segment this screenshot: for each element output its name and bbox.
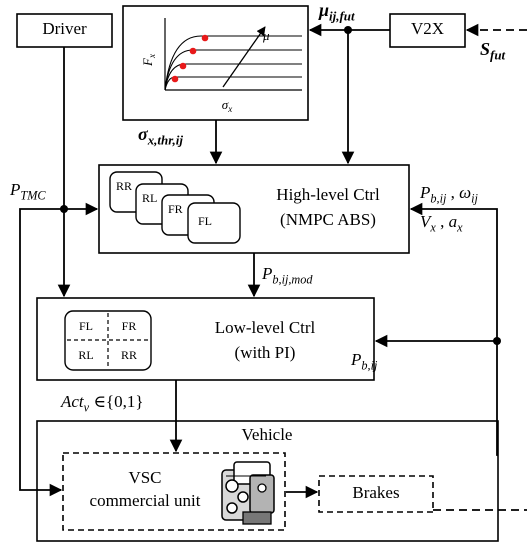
plot-x-label-sub: x	[227, 104, 232, 114]
peak-marker-3	[189, 47, 197, 55]
tire-curve-plot	[122, 5, 309, 121]
wheel-label-fl: FL	[198, 214, 212, 228]
low-level-title: Low-level Ctrl	[214, 318, 316, 337]
grid-label-fl: FL	[79, 319, 93, 333]
tire-curve-4	[164, 35, 302, 91]
wheel-label-rl: RL	[142, 191, 157, 205]
ax-base: a	[448, 212, 458, 231]
ptmc-to-vsc	[19, 208, 64, 497]
mu-fut-sub: ij,fut	[329, 8, 355, 24]
p-bij-base: P	[420, 183, 431, 202]
peak-marker-1	[171, 75, 179, 83]
wheel-label-rr: RR	[116, 179, 132, 193]
p-bij-low-label: Pb,ij	[351, 350, 378, 373]
vsc-unit-block	[62, 452, 286, 531]
high-level-subtitle: (NMPC ABS)	[280, 210, 376, 229]
vsc-label-line2: commercial unit	[89, 491, 201, 510]
wheel-card-fl	[187, 202, 241, 244]
connections	[19, 23, 527, 511]
p-mod-base: P	[262, 264, 273, 283]
tire-curves: μ Fx σx	[140, 18, 302, 114]
act-set: ∈{0,1}	[89, 392, 144, 411]
wheel-label-fr: FR	[168, 202, 183, 216]
act-label: Actv ∈{0,1}	[61, 392, 144, 415]
vsc-label-line1: VSC	[128, 468, 162, 487]
p-tmc-label: PTMC	[10, 180, 46, 203]
vx-sub: x	[430, 220, 436, 235]
grid-label-rl: RL	[78, 348, 93, 362]
driver-block	[16, 13, 113, 48]
wheel-controller-stack: RR RL FR FL	[109, 171, 241, 244]
junction-ptmc	[60, 205, 68, 213]
brakes-label: Brakes	[352, 483, 400, 502]
mu-arrow	[222, 26, 266, 88]
vehicle-label: Vehicle	[241, 425, 293, 444]
mu-arrow-label: μ	[262, 28, 270, 43]
v2x-label: V2X	[410, 19, 445, 38]
p-tmc-sub: TMC	[20, 188, 46, 203]
vsc-hardware-image	[221, 461, 275, 525]
plot-x-label-base: σ	[222, 97, 229, 112]
p-bij2-base: P	[351, 350, 362, 369]
driver-label: Driver	[42, 19, 87, 38]
ax-sub: x	[457, 220, 463, 235]
mu-fut-base: μ	[319, 0, 330, 20]
act-sub: v	[83, 400, 90, 415]
p-mod-label: Pb,ij,mod	[262, 264, 313, 287]
plot-y-label: Fx	[140, 54, 157, 67]
sigma-thr-base: σ	[138, 124, 148, 144]
vehicle-feedback	[409, 202, 498, 456]
peak-marker-4	[201, 34, 209, 42]
low-level-subtitle: (with PI)	[234, 343, 296, 362]
s-fut-base: S	[480, 39, 491, 59]
peak-marker-2	[179, 62, 187, 70]
p-mod-sub: b,ij,mod	[272, 272, 313, 287]
p-tmc-base: P	[10, 180, 21, 199]
vx-base: V	[420, 212, 431, 231]
junction-v2x	[344, 26, 352, 34]
s-fut-label: Sfut	[480, 39, 506, 63]
grid-label-rr: RR	[121, 348, 137, 362]
grid-label-fr: FR	[122, 319, 137, 333]
omega-sub: ij	[471, 191, 478, 206]
omega-base: ω	[459, 183, 472, 202]
vx-ax-label: Vx , ax	[420, 212, 463, 235]
mu-fut-label: μij,fut	[319, 0, 355, 24]
high-level-title: High-level Ctrl	[276, 185, 380, 204]
wheel-grid: FL FR RL RR	[64, 310, 152, 371]
wheel-grid-frame	[64, 310, 152, 371]
sigma-thr-sub: x,thr,ij	[147, 132, 183, 148]
plot-y-label-base: F	[140, 57, 155, 67]
junction-feedback	[493, 337, 501, 345]
act-base: Act	[61, 392, 84, 411]
s-fut-sub: fut	[490, 47, 506, 63]
plot-x-label: σx	[222, 97, 232, 114]
p-bij-omega-label: Pb,ij , ωij	[420, 183, 478, 206]
p-bij2-sub: b,ij	[361, 358, 378, 373]
p-bij-sub: b,ij	[430, 191, 447, 206]
plot-y-label-sub: x	[147, 54, 157, 59]
v2x-block	[389, 13, 466, 48]
sigma-thr-label: σx,thr,ij	[138, 124, 183, 148]
brakes-block	[318, 475, 434, 513]
